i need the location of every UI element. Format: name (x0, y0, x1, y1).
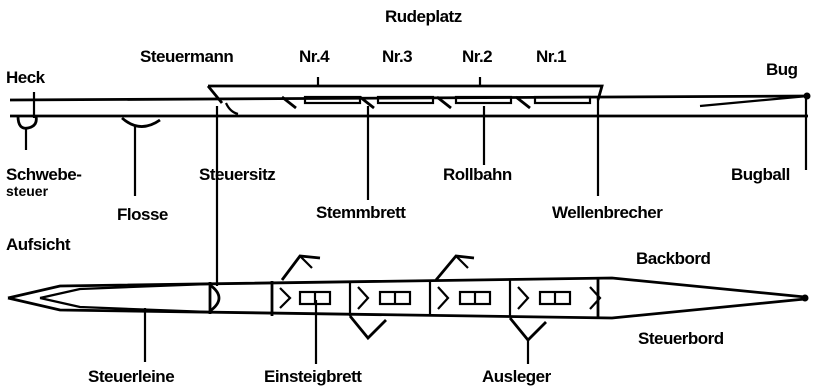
side-view-rudder (16, 115, 38, 150)
side-view-fin (121, 116, 161, 196)
top-view-seat-4 (279, 287, 332, 309)
label-fin: Flosse (117, 205, 168, 224)
label-rowing-positions: Rudeplatz (385, 7, 462, 26)
label-seat-2: Nr.2 (462, 47, 492, 66)
label-steering-line: Steuerleine (88, 367, 174, 386)
side-view-cockpit (206, 77, 604, 116)
top-view-seat-2 (437, 286, 492, 310)
top-view-hull (7, 276, 809, 320)
label-starboard: Steuerbord (638, 329, 724, 348)
side-view-leaders (215, 96, 808, 286)
top-view-riggers (280, 254, 547, 343)
label-rigger: Ausleger (482, 367, 552, 386)
label-bow-ball: Bugball (731, 165, 790, 184)
label-entry-board: Einsteigbrett (264, 367, 362, 386)
label-seat-1: Nr.1 (536, 47, 566, 66)
label-seat-4: Nr.4 (299, 47, 330, 66)
label-seat-3: Nr.3 (382, 47, 412, 66)
top-view-seat-1 (517, 286, 602, 310)
label-port: Backbord (636, 249, 711, 268)
label-cox-seat: Steuersitz (199, 165, 275, 184)
top-view-leaders (143, 300, 530, 364)
label-top-view: Aufsicht (6, 235, 71, 254)
label-bow: Bug (766, 60, 798, 79)
top-view-seat-3 (357, 286, 412, 310)
label-rudder-line1: Schwebe- (6, 165, 81, 184)
label-rudder-line2: steuer (6, 183, 49, 199)
label-breakwater: Wellenbrecher (552, 203, 663, 222)
top-view-cox-seat (208, 282, 221, 314)
label-stern: Heck (6, 68, 46, 87)
top-view-cockpit (270, 279, 600, 318)
label-footboard: Stemmbrett (316, 203, 406, 222)
label-steersman: Steuermann (140, 47, 233, 66)
label-slide: Rollbahn (443, 165, 512, 184)
